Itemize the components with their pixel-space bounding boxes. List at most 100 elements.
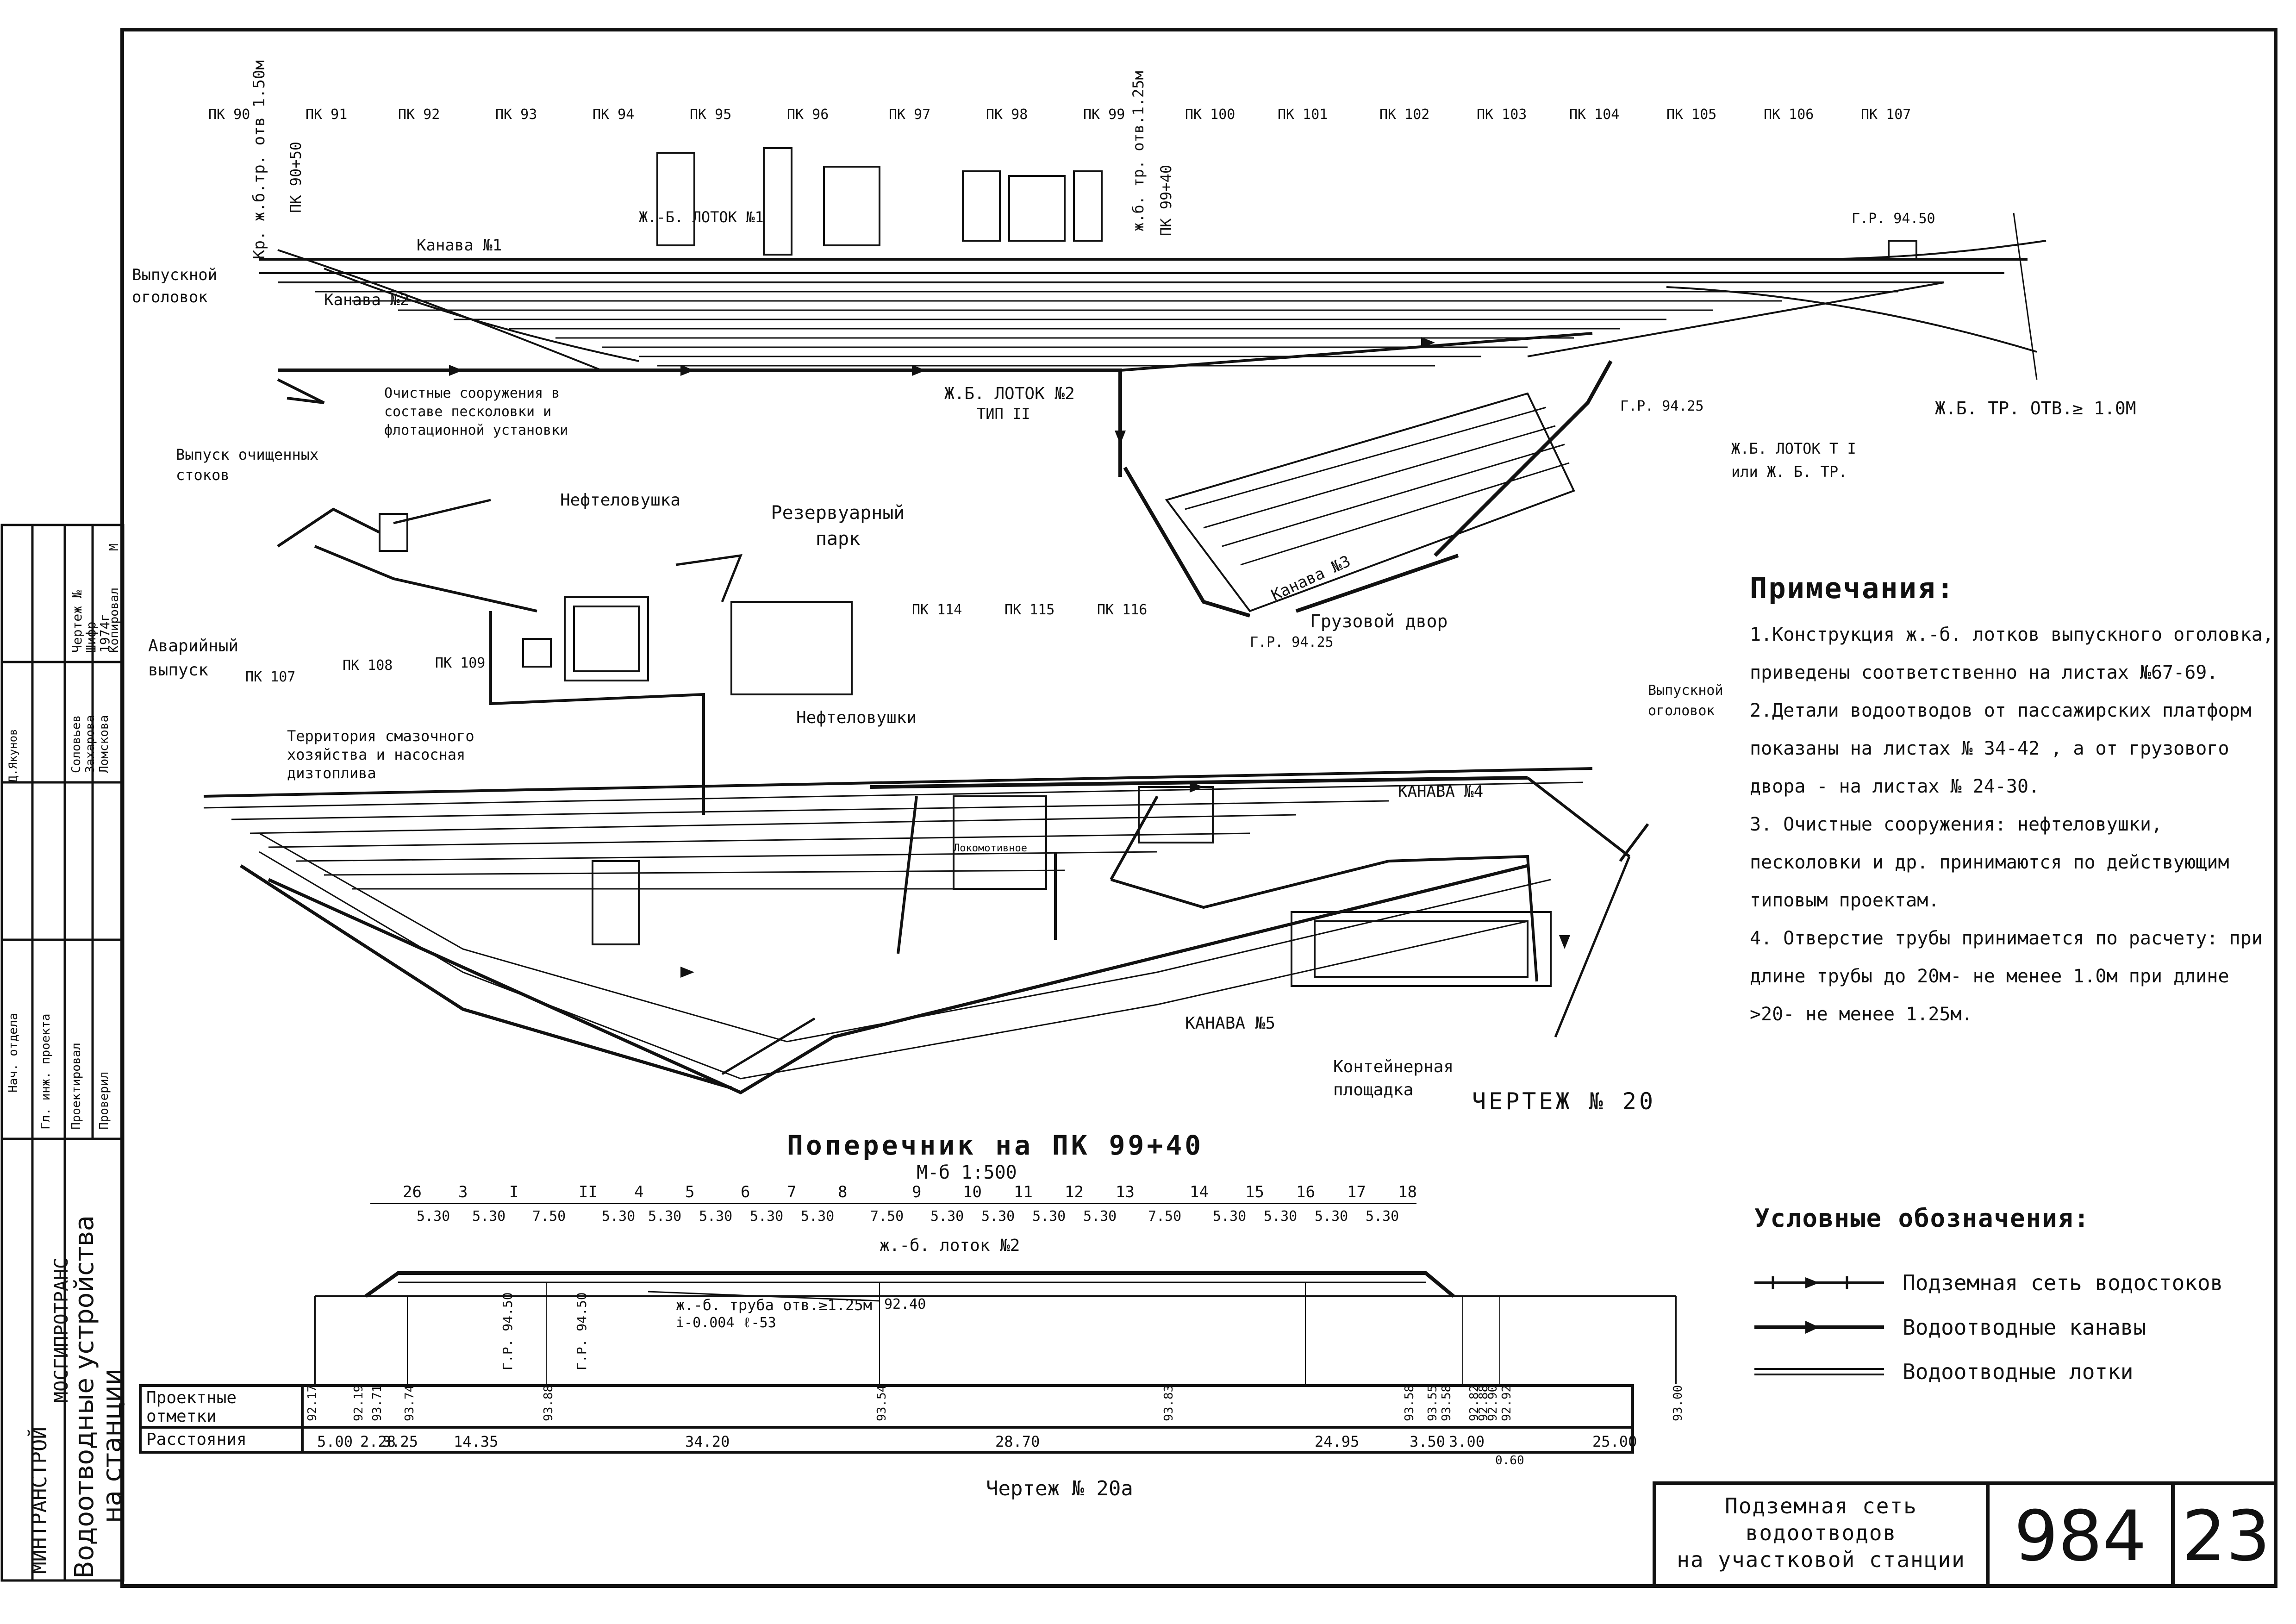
label-lotok-1: Ж.-Б. ЛОТОК №1 (639, 208, 764, 226)
section-spacing: 5.30 (930, 1208, 964, 1224)
section-track-number: 13 (1116, 1183, 1135, 1201)
section-elevation: 92.19 (352, 1385, 366, 1421)
section-spacing: 5.30 (1032, 1208, 1066, 1224)
title-block-number: 984 (1990, 1485, 2175, 1588)
pk-label: ПК 107 (245, 669, 296, 685)
stamp-role-2: Гл. инж. проекта (39, 1013, 53, 1130)
legend-item-ditches: Водоотводные канавы (1754, 1305, 2223, 1349)
stamp-grid (0, 524, 125, 1582)
section-elevation: 93.88 (542, 1385, 555, 1421)
pk-label: ПК 107 (1861, 106, 1911, 123)
label-gr-top: Г.Р. 94.50 (1852, 211, 1935, 227)
stamp-subject: Водоотводные устройства (69, 1215, 100, 1579)
section-elevation: 93.55 (1426, 1385, 1440, 1421)
section-spacing: 5.30 (648, 1208, 682, 1224)
pk-label: ПК 97 (889, 106, 931, 123)
pk-label: ПК 103 (1477, 106, 1527, 123)
section-elevation: 93.71 (370, 1385, 384, 1421)
section-gr-right: Г.Р. 94.50 (574, 1292, 589, 1370)
section-spacing: 5.30 (1083, 1208, 1117, 1224)
stamp-subject2: на станции (97, 1368, 127, 1523)
stamp-role-1: Нач. отдела (6, 1012, 20, 1093)
legend-tray-symbol (1754, 1368, 1884, 1375)
label-outlet-right: Выпускной оголовок (1648, 682, 1723, 719)
pk-label: ПК 92 (398, 106, 440, 123)
section-distance: 34.20 (685, 1433, 730, 1450)
notes: Примечания: 1.Конструкция ж.-б. лотков в… (1750, 569, 2277, 1033)
section-track-number: 15 (1245, 1183, 1264, 1201)
title-line-3: на участковой станции (1677, 1547, 1965, 1572)
elevations-row-label: Проектные отметки (142, 1387, 304, 1426)
section-track-number: 26 (403, 1183, 422, 1201)
section-track-number: 17 (1347, 1183, 1366, 1201)
note-3: 3. Очистные сооружения: нефтеловушки, пе… (1750, 814, 2229, 911)
label-oil-traps: Нефтеловушки (796, 708, 917, 727)
pk-label: ПК 109 (435, 655, 486, 671)
stamp-org1: МИНТРАНСТРОЙ (28, 1427, 51, 1574)
pk-label: ПК 104 (1569, 106, 1620, 123)
section-spacing: 5.30 (699, 1208, 733, 1224)
section-elevation: 93.58 (1440, 1385, 1454, 1421)
title-line-1: Подземная сеть (1725, 1493, 1917, 1518)
section-spacing: 5.30 (1213, 1208, 1247, 1224)
pk-label: ПК 114 (912, 602, 962, 618)
section-distance: 3.50 (1410, 1433, 1446, 1450)
section-spacing: 5.30 (801, 1208, 835, 1224)
label-reservoir: Резервуарный парк (771, 502, 905, 550)
cargo-yard (1123, 360, 1613, 618)
section-pipe: ж.-б. труба отв.≥1.25м (676, 1296, 872, 1314)
label-lotok-2: Ж.Б. ЛОТОК №2 (944, 384, 1075, 403)
label-outlet-top: Выпускной оголовок (132, 266, 218, 306)
title-block-title: Подземная сеть водоотводов на участковой… (1656, 1485, 1990, 1588)
section-spacing: 5.30 (1366, 1208, 1399, 1224)
stamp-drawing: Чертеж № (69, 590, 85, 653)
pk-label: ПК 116 (1097, 602, 1148, 618)
section-elevation: 93.83 (1162, 1385, 1176, 1421)
pk-label: ПК 93 (495, 106, 537, 123)
pk-label: ПК 102 (1379, 106, 1430, 123)
notes-title: Примечания: (1750, 571, 1955, 605)
section-track-number: 4 (634, 1183, 644, 1201)
section-track-number: 11 (1014, 1183, 1033, 1201)
section-distance: 28.70 (995, 1433, 1040, 1450)
stamp-name-3: Захарова (83, 715, 97, 773)
section-elevation: 93.58 (1403, 1385, 1416, 1421)
section-distance: 5.00 (317, 1433, 353, 1450)
label-lotok-2-type: ТИП II (977, 405, 1030, 423)
stamp-cipher: Шифр (83, 621, 99, 653)
section-spacing: 5.30 (1315, 1208, 1348, 1224)
legend-ditch-symbol (1754, 1321, 1884, 1334)
legend-item-trays: Водоотводные лотки (1754, 1349, 2223, 1394)
legend-ditches-label: Водоотводные канавы (1903, 1315, 2146, 1340)
label-pipe-99: ж.б. тр. отв.1.25м (1129, 71, 1147, 231)
section-elevation: 93.00 (1671, 1385, 1685, 1421)
label-kanava-2: Канава №2 (324, 291, 410, 309)
elevations-row: Проектные отметки (142, 1387, 1631, 1429)
section-pipe-elev: 92.40 (884, 1296, 926, 1312)
legend: Условные обозначения: Подземная сеть вод… (1754, 1204, 2223, 1394)
legend-underground-label: Подземная сеть водостоков (1903, 1270, 2223, 1295)
title-block: Подземная сеть водоотводов на участковой… (1653, 1481, 2277, 1588)
pk-label: ПК 101 (1278, 106, 1328, 123)
section-track-number: 6 (741, 1183, 750, 1201)
label-kanava-1: Канава №1 (417, 236, 502, 255)
label-container: Контейнерная площадка (1333, 1057, 1454, 1099)
section-distance: 24.95 (1315, 1433, 1360, 1450)
pk-label: ПК 106 (1764, 106, 1814, 123)
label-gr-3: Г.Р. 94.25 (1250, 634, 1334, 650)
section-extra: 0.60 (1495, 1454, 1524, 1468)
section-track-number: I (509, 1183, 519, 1201)
section-title: Поперечник на ПК 99+40 (787, 1130, 1204, 1161)
section-spacing: 5.30 (472, 1208, 506, 1224)
stamp-role-3: Проектировал (69, 1043, 83, 1130)
pk-label: ПК 100 (1185, 106, 1235, 123)
label-oil-trap: Нефтеловушка (560, 491, 681, 510)
section-track-number: II (579, 1183, 598, 1201)
note-1: 1.Конструкция ж.-б. лотков выпускного ог… (1750, 624, 2274, 683)
section-spacing: 5.30 (981, 1208, 1015, 1224)
treatment-area (277, 499, 853, 815)
legend-trays-label: Водоотводные лотки (1903, 1359, 2134, 1384)
legend-item-underground: Подземная сеть водостоков (1754, 1261, 2223, 1305)
